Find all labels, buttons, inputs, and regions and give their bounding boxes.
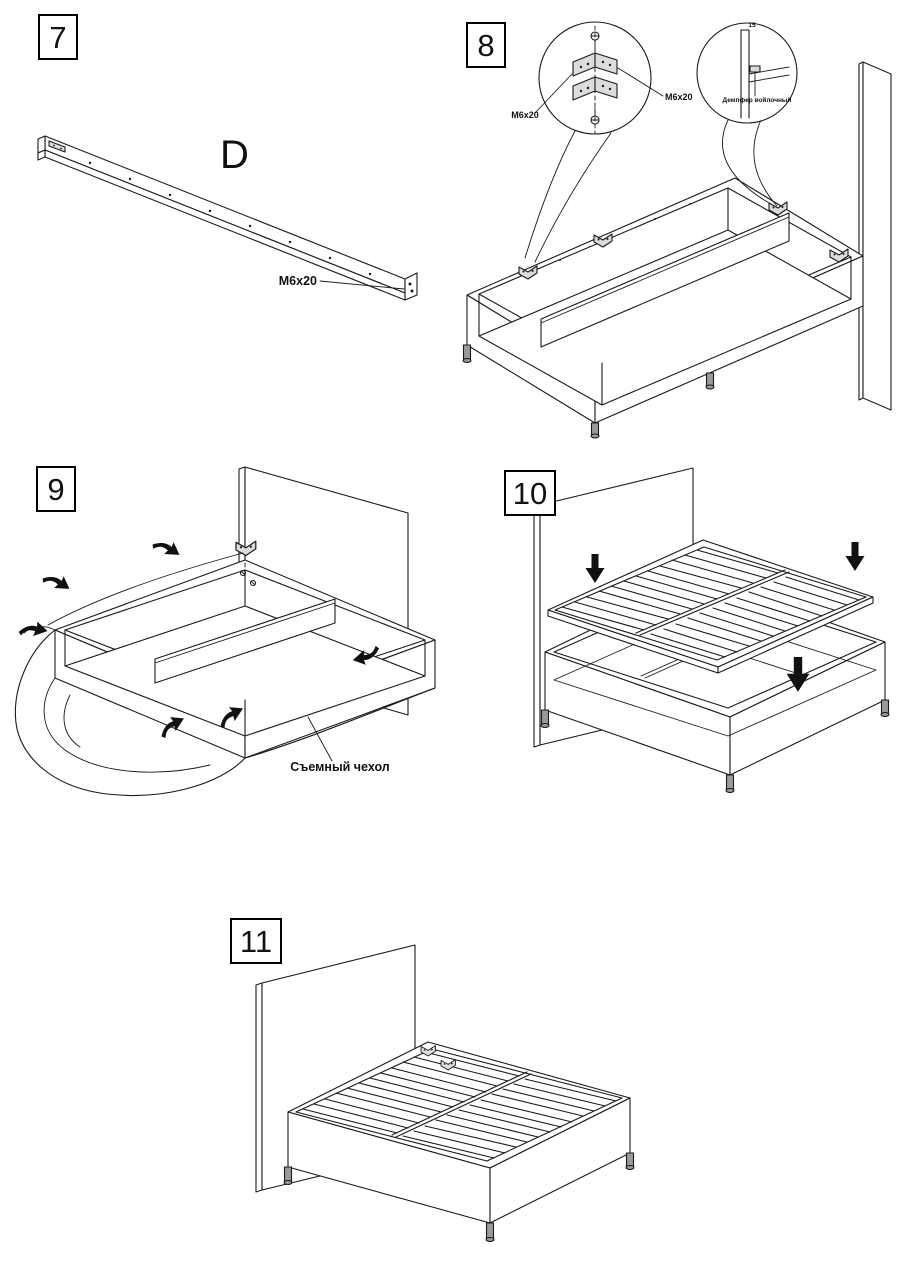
bed-frame <box>283 1041 635 1243</box>
callout-damper-detail: 15 Демпфер войлочный <box>696 22 798 207</box>
bracket-plates <box>572 52 618 101</box>
step-9-number-box: 9 <box>36 466 76 512</box>
corner-bracket <box>420 1045 436 1057</box>
end-screw-hole <box>408 282 412 286</box>
cover-label: Съемный чехол <box>290 760 390 774</box>
center-rail <box>540 212 790 348</box>
corner-bracket <box>518 265 538 280</box>
legs <box>283 1152 635 1243</box>
step8-illustration: M6x20 M6x20 15 Демпфер войлочный <box>462 21 892 439</box>
part-label-d: D <box>220 133 249 177</box>
corner-bracket <box>440 1059 456 1071</box>
corner-bracket <box>593 233 613 248</box>
step-11-number-box: 11 <box>230 918 282 964</box>
plank-screw-holes <box>88 161 372 276</box>
center-rail <box>154 598 336 684</box>
screw-top <box>590 31 600 53</box>
slat-base <box>547 539 874 674</box>
corner-bracket <box>829 248 849 263</box>
hardware-leader-line <box>617 67 664 97</box>
step7-illustration: D M6x20 <box>37 133 418 301</box>
bed-storage-frame <box>462 177 864 439</box>
dimension-label: 15 <box>748 22 756 29</box>
damper-label: Демпфер войлочный <box>723 96 792 104</box>
felt-damper <box>749 65 761 73</box>
bracket-with-screws <box>235 534 257 592</box>
step9-illustration: Съемный чехол <box>14 466 436 796</box>
slat-lines <box>302 1051 617 1159</box>
tuck-arrows <box>18 542 380 738</box>
cover-leader-line <box>307 716 333 762</box>
down-arrows <box>585 542 865 692</box>
callout-bracket-detail: M6x20 M6x20 <box>511 21 693 263</box>
hardware-leader-line <box>319 280 405 290</box>
legs <box>462 344 715 439</box>
bed-storage-frame <box>54 559 436 759</box>
hardware-label-left: M6x20 <box>511 110 539 120</box>
screw-bottom <box>590 107 600 125</box>
removable-cover <box>14 552 436 796</box>
headboard-panel <box>858 61 892 411</box>
slat-lines <box>561 549 860 658</box>
plank-d <box>37 135 418 301</box>
end-bracket-plate <box>48 140 66 153</box>
step11-illustration <box>255 944 635 1243</box>
hardware-leader-line <box>534 73 573 114</box>
step-10-number-box: 10 <box>504 470 556 516</box>
hardware-label-right: M6x20 <box>665 92 693 102</box>
hardware-label: M6x20 <box>279 274 317 288</box>
legs <box>540 699 890 794</box>
corner-bracket <box>768 201 788 216</box>
step-8-number-box: 8 <box>466 22 506 68</box>
step-7-number-box: 7 <box>38 14 78 60</box>
end-screw-hole <box>410 289 414 293</box>
step10-illustration <box>533 467 890 794</box>
